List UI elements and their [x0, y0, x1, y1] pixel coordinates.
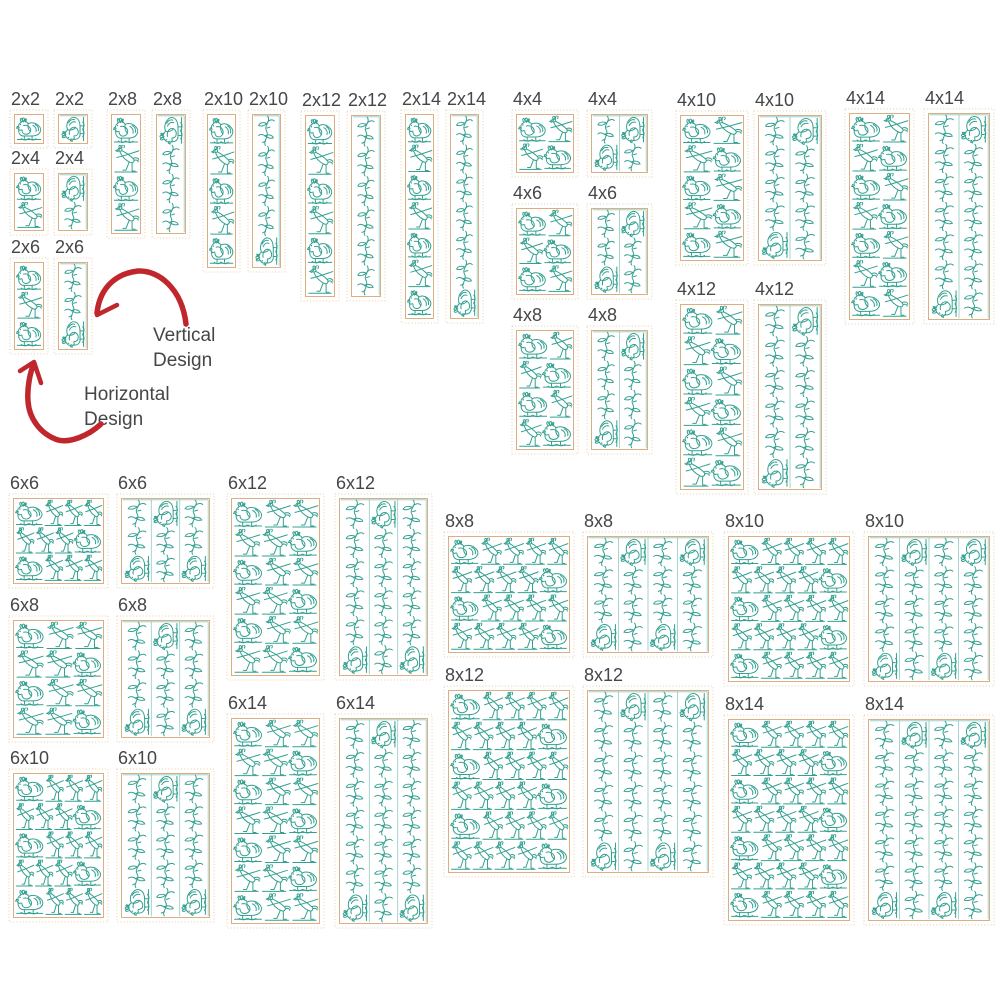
svg-text:2x10: 2x10	[249, 89, 288, 109]
svg-text:2x10: 2x10	[204, 89, 243, 109]
svg-text:Design: Design	[153, 350, 212, 371]
svg-text:2x8: 2x8	[153, 89, 182, 109]
svg-text:4x14: 4x14	[846, 88, 885, 108]
svg-text:8x10: 8x10	[865, 511, 904, 531]
svg-text:4x12: 4x12	[755, 279, 794, 299]
svg-text:8x14: 8x14	[725, 694, 764, 714]
svg-text:2x14: 2x14	[447, 89, 486, 109]
svg-text:8x8: 8x8	[445, 511, 474, 531]
svg-text:4x10: 4x10	[755, 90, 794, 110]
svg-text:8x14: 8x14	[865, 694, 904, 714]
svg-text:Vertical: Vertical	[153, 325, 215, 346]
svg-text:2x4: 2x4	[11, 148, 40, 168]
svg-text:4x12: 4x12	[677, 279, 716, 299]
svg-text:4x6: 4x6	[513, 183, 542, 203]
svg-text:6x6: 6x6	[118, 473, 147, 493]
svg-text:8x10: 8x10	[725, 511, 764, 531]
svg-text:6x8: 6x8	[118, 595, 147, 615]
svg-text:6x14: 6x14	[336, 693, 375, 713]
svg-text:2x12: 2x12	[348, 90, 387, 110]
svg-text:2x14: 2x14	[402, 89, 441, 109]
svg-text:6x10: 6x10	[10, 748, 49, 768]
svg-text:2x2: 2x2	[11, 89, 40, 109]
svg-text:4x8: 4x8	[513, 305, 542, 325]
svg-text:6x12: 6x12	[336, 473, 375, 493]
svg-text:2x2: 2x2	[55, 89, 84, 109]
svg-text:2x12: 2x12	[302, 90, 341, 110]
svg-text:6x14: 6x14	[228, 693, 267, 713]
svg-text:4x14: 4x14	[925, 88, 964, 108]
svg-text:8x12: 8x12	[445, 665, 484, 685]
svg-text:4x10: 4x10	[677, 90, 716, 110]
svg-text:4x6: 4x6	[588, 183, 617, 203]
svg-text:8x12: 8x12	[584, 665, 623, 685]
svg-text:2x6: 2x6	[11, 237, 40, 257]
svg-text:4x4: 4x4	[588, 89, 617, 109]
svg-text:6x12: 6x12	[228, 473, 267, 493]
svg-text:2x4: 2x4	[55, 148, 84, 168]
svg-text:Design: Design	[84, 409, 143, 430]
svg-text:4x8: 4x8	[588, 305, 617, 325]
svg-text:Horizontal: Horizontal	[84, 384, 170, 405]
svg-text:4x4: 4x4	[513, 89, 542, 109]
svg-text:2x8: 2x8	[108, 89, 137, 109]
svg-text:6x6: 6x6	[10, 473, 39, 493]
svg-text:6x10: 6x10	[118, 748, 157, 768]
svg-text:8x8: 8x8	[584, 511, 613, 531]
svg-text:6x8: 6x8	[10, 595, 39, 615]
svg-text:2x6: 2x6	[55, 237, 84, 257]
